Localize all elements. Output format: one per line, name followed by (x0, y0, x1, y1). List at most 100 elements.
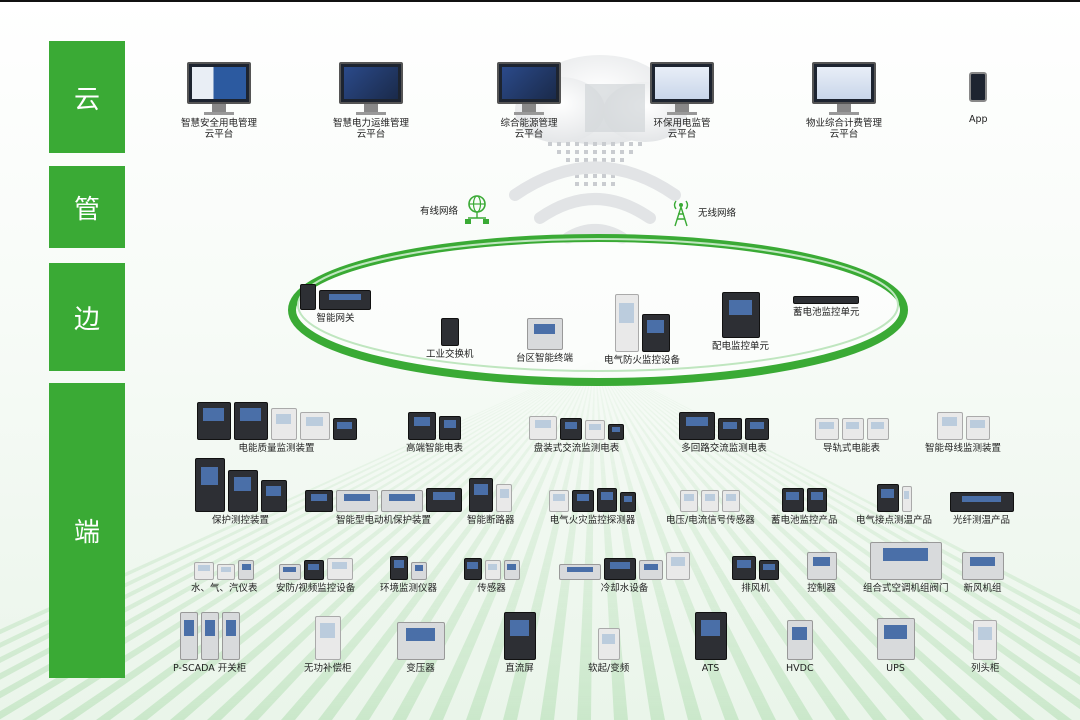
device-image (529, 416, 624, 440)
device-image (549, 488, 636, 512)
device-image (194, 560, 255, 580)
device-image (680, 490, 741, 512)
device-image (961, 552, 1004, 580)
device-image (806, 552, 837, 580)
device-image (876, 484, 912, 512)
top-border-line (0, 0, 1080, 2)
device-image (786, 620, 813, 660)
end-device-r4-1: P-SCADA 开关柜 (173, 612, 246, 674)
cloud-label-2a: 智慧电力运维管理 (333, 118, 410, 129)
end-device-r1-6: 智能母线监测装置 (925, 412, 1001, 454)
device-image (814, 418, 889, 440)
cloud-label-4b: 云平台 (667, 129, 697, 140)
end-device-r1-2: 高端智能电表 (406, 412, 463, 454)
end-device-label: UPS (886, 663, 905, 674)
end-device-label: 冷却水设备 (600, 583, 649, 594)
edge-device-distribution: 配电监控单元 (712, 292, 769, 352)
device-image (194, 458, 287, 512)
end-device-r2-7: 电气接点测温产品 (856, 484, 932, 526)
end-device-r2-5: 电压/电流信号传感器 (666, 490, 755, 526)
end-device-label: 软起/变频 (588, 663, 630, 674)
end-device-label: ATS (701, 663, 720, 674)
end-device-r3-8: 组合式空调机组阀门 (863, 542, 949, 594)
end-device-r4-6: ATS (694, 612, 727, 674)
edge-label-3: 台区智能终端 (516, 353, 574, 364)
edge-label-6: 蓄电池监控单元 (793, 307, 860, 318)
end-device-r2-6: 蓄电池监控产品 (771, 488, 838, 526)
cloud-label-3a: 综合能源管理 (500, 118, 558, 129)
end-device-r2-2: 智能型电动机保护装置 (305, 488, 462, 526)
end-device-r4-3: 变压器 (396, 622, 445, 674)
edge-label-5: 配电监控单元 (712, 341, 770, 352)
device-image (314, 616, 341, 660)
end-device-label: 光纤测温产品 (952, 515, 1010, 526)
device-image (559, 552, 690, 580)
device-image (949, 492, 1014, 512)
layer-edge: 边 (49, 263, 125, 371)
device-image (732, 556, 779, 580)
phone-icon (969, 72, 988, 102)
end-device-r1-5: 导轨式电能表 (814, 418, 889, 454)
device-image (469, 478, 513, 512)
end-device-label: 智能型电动机保护装置 (335, 515, 431, 526)
device-image (679, 412, 769, 440)
device-image (179, 612, 240, 660)
end-device-label: 蓄电池监控产品 (771, 515, 838, 526)
end-device-label: P-SCADA 开关柜 (173, 663, 247, 674)
end-device-label: 电气火灾监控探测器 (549, 515, 636, 526)
layer-pipe: 管 (49, 166, 125, 248)
antenna-tower-icon (673, 200, 689, 227)
end-device-r2-1: 保护测控装置 (194, 458, 287, 526)
cloud-label-3b: 云平台 (514, 129, 544, 140)
cloud-label-app: App (969, 114, 988, 125)
device-image (196, 402, 357, 440)
cloud-label-4a: 环保用电监管 (653, 118, 711, 129)
end-device-label: 电能质量监测装置 (238, 443, 315, 454)
end-device-label: 排风机 (741, 583, 770, 594)
end-device-label: 新风机组 (963, 583, 1002, 594)
end-device-r4-9: 列头柜 (971, 620, 1000, 674)
cloud-label-1a: 智慧安全用电管理 (181, 118, 258, 129)
device-image (503, 612, 536, 660)
edge-device-battery: 蓄电池监控单元 (793, 296, 860, 318)
end-device-label: 直流屏 (505, 663, 534, 674)
end-device-r3-2: 安防/视频监控设备 (276, 558, 355, 594)
end-device-r1-3: 盘装式交流监测电表 (529, 416, 624, 454)
end-device-label: 组合式空调机组阀门 (863, 583, 949, 594)
monitor-icon (497, 62, 561, 104)
end-device-label: 盘装式交流监测电表 (533, 443, 620, 454)
device-image (463, 558, 520, 580)
end-device-label: 电压/电流信号传感器 (666, 515, 755, 526)
device-image (869, 542, 942, 580)
cloud-platform-3: 综合能源管理 云平台 (497, 62, 561, 140)
end-device-r3-3: 环境监测仪器 (380, 556, 437, 594)
end-device-label: 传感器 (477, 583, 506, 594)
device-image (936, 412, 990, 440)
wireless-network-label: 无线网络 (698, 208, 737, 219)
end-device-r3-4: 传感器 (463, 558, 520, 594)
end-device-label: 保护测控装置 (211, 515, 269, 526)
end-device-r2-4: 电气火灾监控探测器 (549, 488, 636, 526)
device-image (390, 556, 427, 580)
edge-device-fire-monitor: 电气防火监控设备 (604, 294, 680, 366)
device-image (597, 628, 620, 660)
device-image (973, 620, 998, 660)
end-device-label: 多回路交流监测电表 (681, 443, 767, 454)
monitor-icon (812, 62, 876, 104)
end-device-r4-2: 无功补偿柜 (304, 616, 352, 674)
cloud-platform-4: 环保用电监管 云平台 (650, 62, 714, 140)
device-image (305, 488, 462, 512)
end-device-r3-9: 新风机组 (961, 552, 1004, 594)
end-device-label: 变压器 (406, 663, 435, 674)
end-device-r3-7: 控制器 (806, 552, 837, 594)
end-device-r4-4: 直流屏 (503, 612, 536, 674)
end-device-r3-1: 水、气、汽仪表 (191, 560, 258, 594)
edge-device-gateway: 智能网关 (300, 284, 371, 324)
end-device-r3-5: 冷却水设备 (559, 552, 690, 594)
end-device-label: 电气接点测温产品 (856, 515, 933, 526)
cloud-platform-1: 智慧安全用电管理 云平台 (181, 62, 257, 140)
edge-device-switch: 工业交换机 (426, 318, 474, 360)
wireless-network: 无线网络 (670, 197, 736, 227)
wired-network-label: 有线网络 (420, 206, 459, 217)
end-device-label: 智能母线监测装置 (925, 443, 1002, 454)
